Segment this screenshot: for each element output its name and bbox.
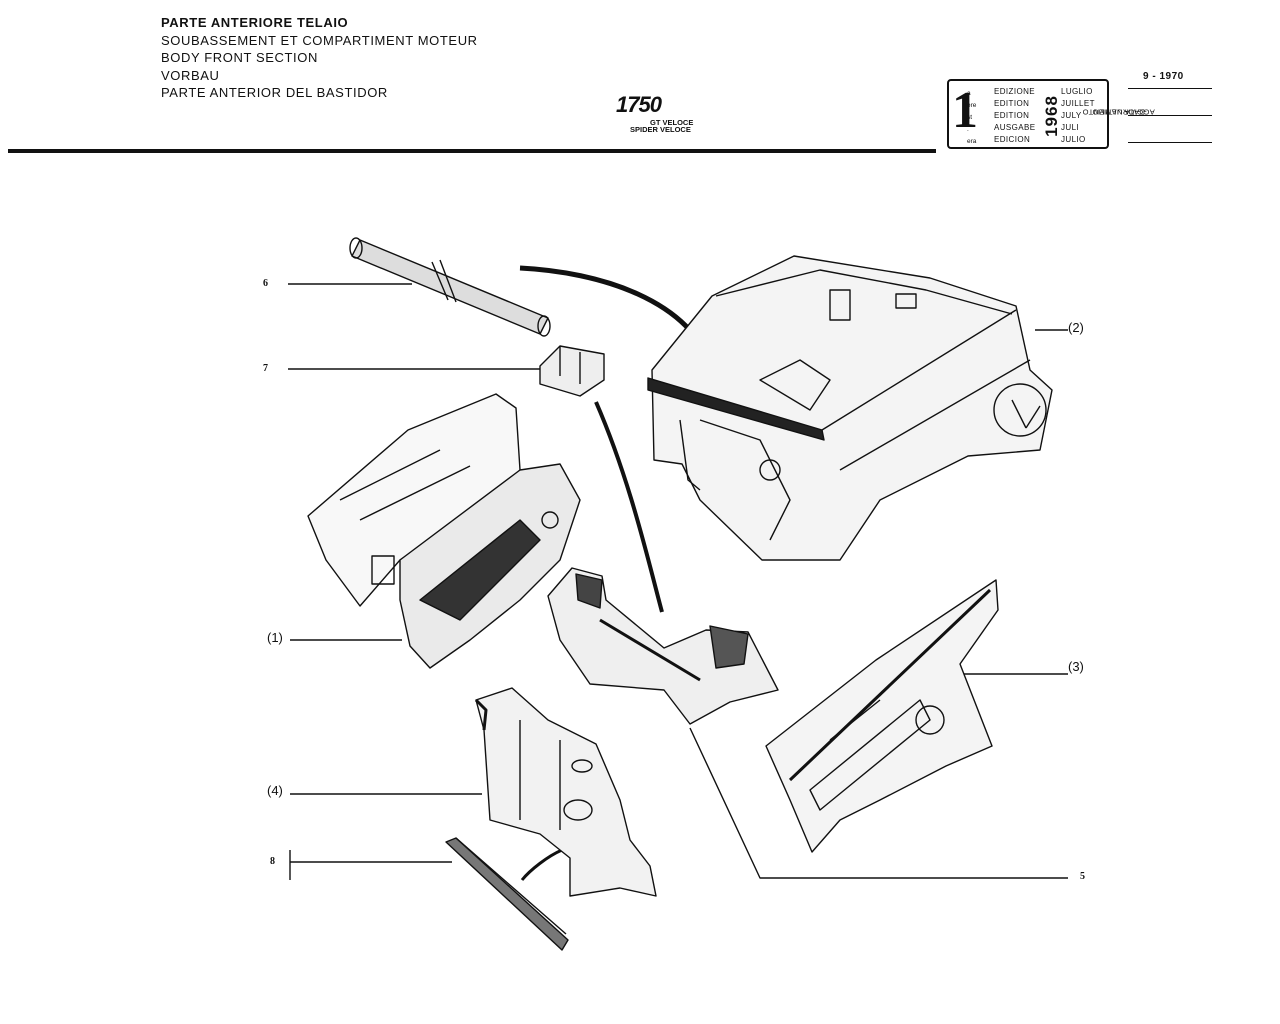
edition-word: EDITION	[994, 111, 1030, 120]
title-german: VORBAU	[161, 67, 220, 83]
edition-ordinal: era	[967, 138, 977, 145]
page-title-block: PARTE ANTERIORE TELAIO SOUBASSEMENT ET C…	[161, 14, 478, 102]
edition-box: 1 a ere st . era EDIZIONE EDITION EDITIO…	[947, 79, 1109, 149]
edition-ordinal: st	[967, 114, 973, 121]
callout-7: 7	[263, 363, 268, 374]
model-number: 1750	[616, 92, 662, 117]
header-rule	[8, 149, 936, 153]
edition-numeral: 1	[952, 82, 978, 139]
edition-month: JULIO	[1061, 135, 1086, 144]
model-variant-gt: GT VELOCE	[650, 118, 694, 127]
leader-lines	[288, 283, 1068, 880]
title-spanish: PARTE ANTERIOR DEL BASTIDOR	[161, 85, 388, 101]
edition-ordinal: .	[967, 126, 969, 133]
edition-month: JUILLET	[1061, 99, 1095, 108]
model-variant-spider: SPIDER VELOCE	[630, 125, 691, 134]
edition-word: EDIZIONE	[994, 87, 1035, 96]
update-line	[1128, 115, 1212, 116]
update-date: 9 - 1970	[1143, 71, 1184, 82]
part-7-bracket	[539, 345, 605, 397]
edition-word: EDITION	[994, 99, 1030, 108]
callout-2: (2)	[1068, 320, 1084, 335]
edition-word: EDICION	[994, 135, 1031, 144]
part-2-engine-bay	[647, 255, 1053, 561]
edition-word: AUSGABE	[994, 123, 1036, 132]
edition-month: JULY	[1061, 111, 1082, 120]
edition-month: JULI	[1061, 123, 1080, 132]
model-logo: 1750 GT VELOCE SPIDER VELOCE	[612, 92, 702, 140]
update-line	[1128, 88, 1212, 89]
title-french: SOUBASSEMENT ET COMPARTIMENT MOTEUR	[161, 32, 478, 48]
part-5-crossmember	[547, 567, 779, 725]
part-4-inner-panel	[474, 687, 657, 897]
update-line	[1128, 142, 1212, 143]
title-italian: PARTE ANTERIORE TELAIO	[161, 15, 349, 30]
edition-month: LUGLIO	[1061, 87, 1093, 96]
callout-8: 8	[270, 856, 275, 867]
part-6-seal-strip	[349, 237, 551, 337]
callout-6: 6	[263, 278, 268, 289]
edition-ordinal: a	[967, 90, 971, 97]
title-english: BODY FRONT SECTION	[161, 50, 318, 66]
callout-5: 5	[1080, 871, 1085, 882]
part-1-left-bulkhead	[307, 393, 581, 669]
part-3-right-bulkhead	[765, 579, 999, 853]
part-8-strip	[445, 837, 569, 951]
edition-ordinal: ere	[967, 102, 977, 109]
callout-3: (3)	[1068, 659, 1084, 674]
callout-1: (1)	[267, 630, 283, 645]
callout-4: (4)	[267, 783, 283, 798]
